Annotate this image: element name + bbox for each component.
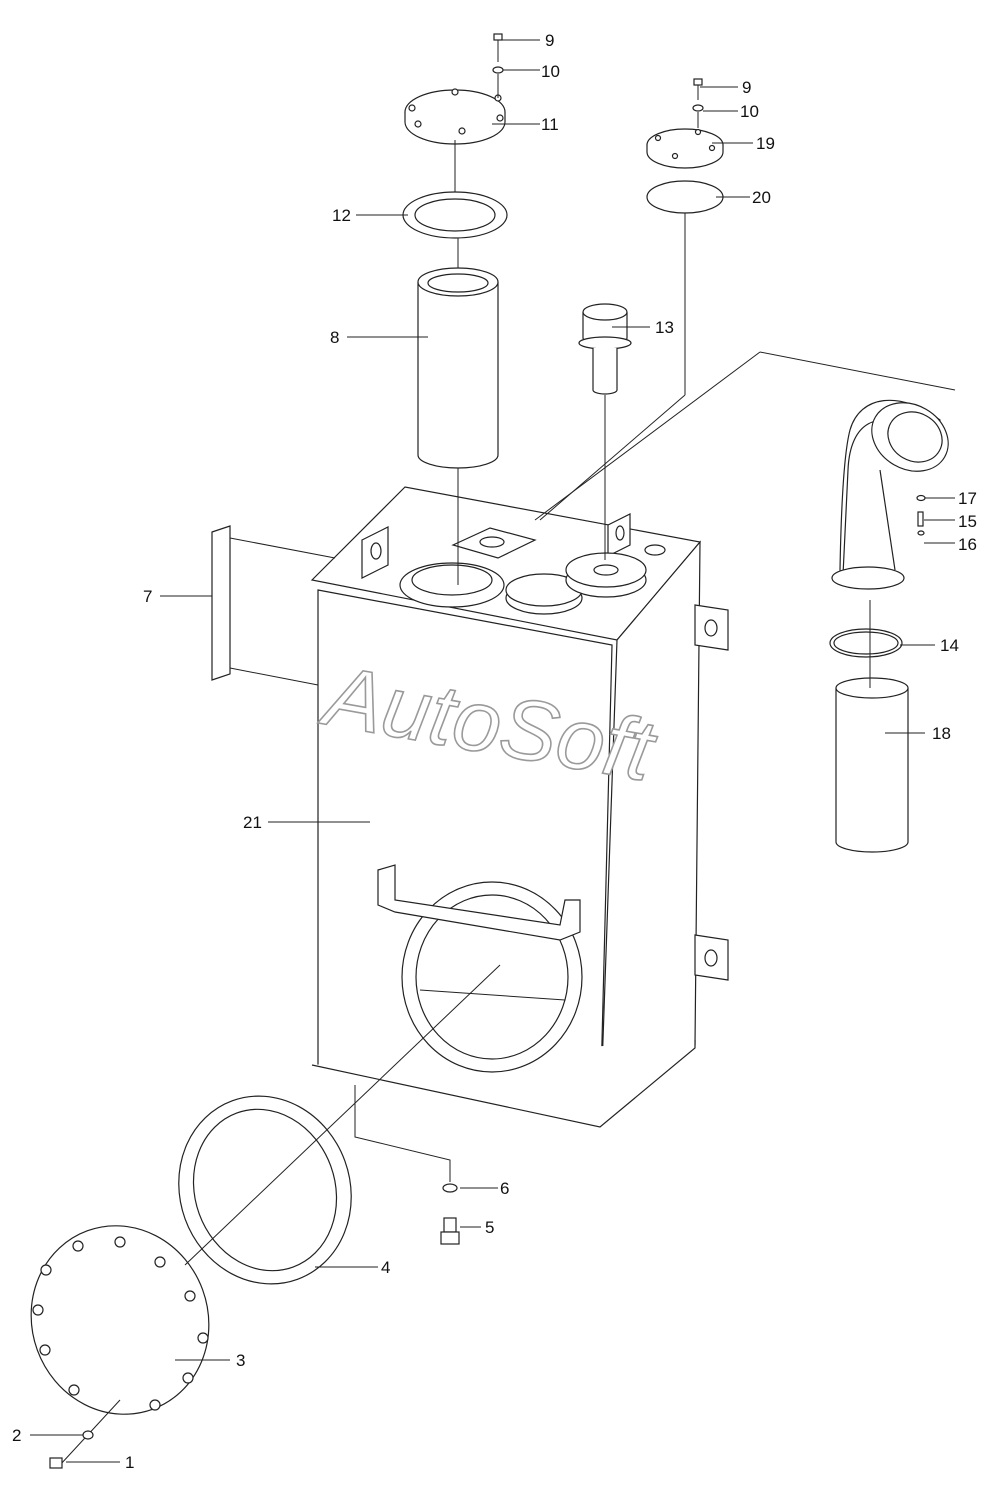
callout-14: 14: [940, 636, 959, 655]
callout-7: 7: [143, 587, 152, 606]
part-20-gasket: [539, 180, 724, 521]
parts-5-6-drain-plug: [354, 1085, 460, 1245]
bolt-stack-left: [492, 33, 504, 98]
tank-body: [310, 486, 729, 1128]
callout-20: 20: [752, 188, 771, 207]
parts-1-2-bolt-washer: [49, 1399, 121, 1469]
part-18-strainer: [835, 600, 909, 853]
callout-13: 13: [655, 318, 674, 337]
callout-10-right: 10: [740, 102, 759, 121]
callout-4: 4: [381, 1258, 390, 1277]
callout-8: 8: [330, 328, 339, 347]
parts-15-16-17-fasteners: [916, 494, 926, 536]
part-3-cover-plate: [30, 964, 501, 1415]
part-4-flange-gasket: [178, 1095, 352, 1285]
callout-1: 1: [125, 1453, 134, 1472]
bolt-stack-right: [692, 78, 704, 128]
callout-2: 2: [12, 1426, 21, 1445]
part-12-gasket: [402, 191, 508, 239]
leader-lines: [30, 39, 955, 1463]
callout-9-left: 9: [545, 31, 554, 50]
part-19-cover-plate: [646, 128, 724, 169]
callout-9-right: 9: [742, 78, 751, 97]
callout-19: 19: [756, 134, 775, 153]
callout-15: 15: [958, 512, 977, 531]
callout-3: 3: [236, 1351, 245, 1370]
callout-10-left: 10: [541, 62, 560, 81]
callout-12: 12: [332, 206, 351, 225]
part-8-filter-element: [417, 238, 499, 585]
suction-elbow-pipe: [534, 351, 956, 590]
callout-17: 17: [958, 489, 977, 508]
part-7-side-plate: [211, 525, 336, 686]
callout-6: 6: [500, 1179, 509, 1198]
callout-18: 18: [932, 724, 951, 743]
callout-labels: 9 10 11 12 8 9 10 19 20 13 7 21 17 15 16…: [12, 31, 977, 1472]
callout-11: 11: [541, 115, 559, 134]
callout-16: 16: [958, 535, 977, 554]
part-11-cover: [404, 88, 506, 195]
part-14-o-ring: [829, 628, 903, 658]
callout-21: 21: [243, 813, 262, 832]
part-13-breather: [578, 303, 632, 560]
callout-5: 5: [485, 1218, 494, 1237]
